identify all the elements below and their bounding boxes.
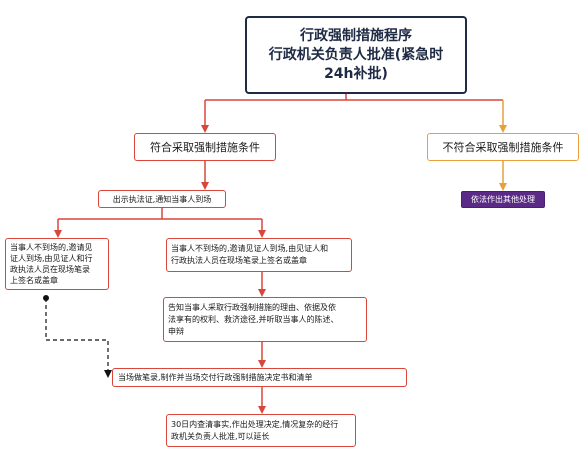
other-handling-text: 依法作出其他处理 [471, 195, 535, 204]
record-text: 当场做笔录,制作并当场交付行政强制措施决定书和清单 [118, 373, 313, 382]
absent-party-text: 当事人不到场的,邀请见 证人到场,由见证人和行 政执法人员在现场笔录 上签名或盖… [10, 243, 93, 285]
record-box: 当场做笔录,制作并当场交付行政强制措施决定书和清单 [112, 368, 407, 387]
deadline-text: 30日内查清事实,作出处理决定,情况复杂的经行 政机关负责人批准,可以延长 [171, 419, 339, 441]
show-id-text: 出示执法证,通知当事人到场 [112, 194, 212, 204]
branch-yes-text: 符合采取强制措施条件 [150, 141, 260, 154]
absent-party-box: 当事人不到场的,邀请见 证人到场,由见证人和行 政执法人员在现场笔录 上签名或盖… [5, 238, 109, 290]
absent-party-center-text: 当事人不到场的,邀请见证人到场,由见证人和 行政执法人员在现场笔录上签名或盖章 [171, 244, 329, 265]
title-box: 行政强制措施程序 行政机关负责人批准(紧急时 24h补批) [245, 16, 467, 94]
inform-box: 告知当事人采取行政强制措施的理由、依据及依 法享有的权利、救济途径,并听取当事人… [163, 297, 367, 342]
show-id-box: 出示执法证,通知当事人到场 [98, 190, 226, 208]
deadline-box: 30日内查清事实,作出处理决定,情况复杂的经行 政机关负责人批准,可以延长 [166, 414, 356, 447]
branch-no-text: 不符合采取强制措施条件 [442, 141, 564, 154]
edge-dashed-left-to-record [45, 298, 112, 378]
other-handling-box: 依法作出其他处理 [461, 191, 545, 208]
absent-party-center-box: 当事人不到场的,邀请见证人到场,由见证人和 行政执法人员在现场笔录上签名或盖章 [166, 238, 352, 272]
branch-yes-box: 符合采取强制措施条件 [134, 133, 276, 161]
branch-no-box: 不符合采取强制措施条件 [427, 133, 579, 161]
inform-text: 告知当事人采取行政强制措施的理由、依据及依 法享有的权利、救济途径,并听取当事人… [168, 302, 339, 336]
title-box-text: 行政强制措施程序 行政机关负责人批准(紧急时 24h补批) [268, 27, 444, 82]
